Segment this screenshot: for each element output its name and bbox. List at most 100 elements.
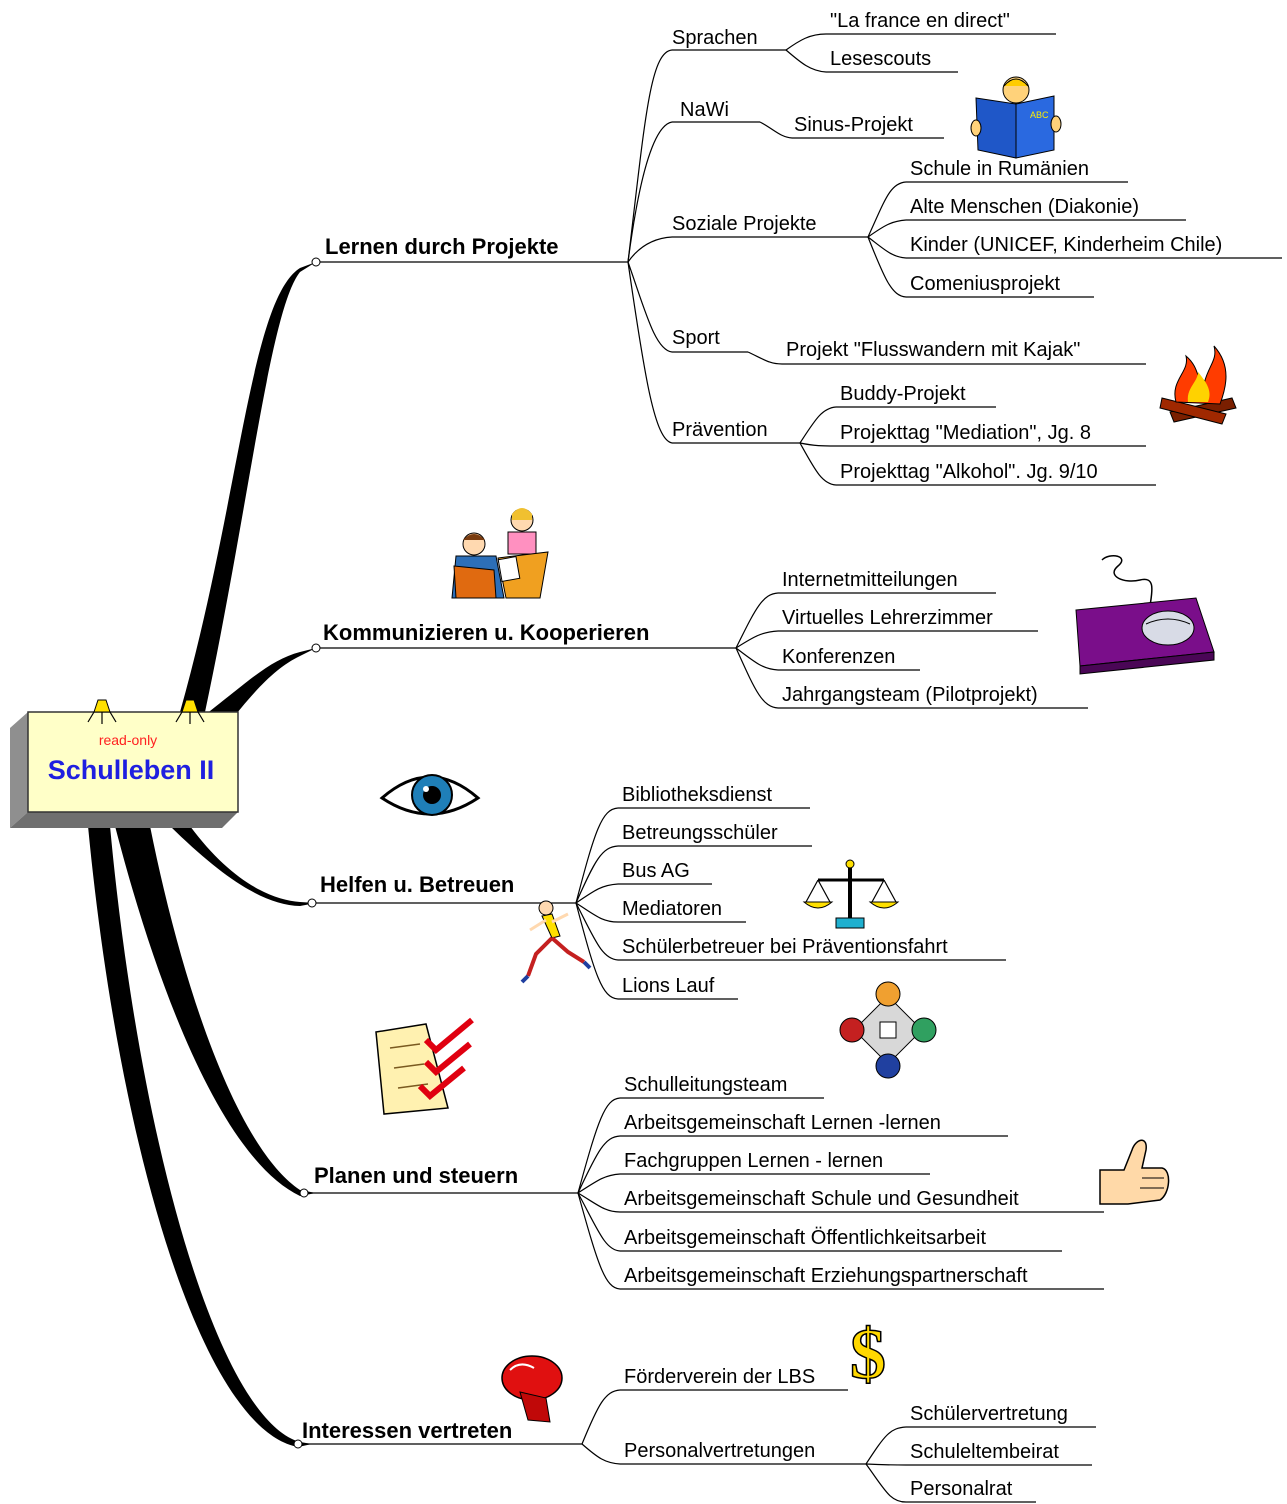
branch-helfen[interactable]: Helfen u. Betreuen bbox=[307, 872, 576, 908]
svg-text:Buddy-Projekt: Buddy-Projekt bbox=[840, 383, 966, 405]
thumbs-up-icon bbox=[1099, 1139, 1170, 1205]
checklist-icon bbox=[375, 1017, 474, 1115]
svg-text:Bus AG: Bus AG bbox=[622, 860, 690, 882]
leaf-item[interactable]: Bibliotheksdienst bbox=[618, 784, 810, 809]
svg-text:Bibliotheksdienst: Bibliotheksdienst bbox=[622, 784, 773, 806]
leaf-item[interactable]: Schülervertretung bbox=[906, 1403, 1096, 1428]
branch-kommunizieren[interactable]: Kommunizieren u. Kooperieren bbox=[311, 620, 736, 653]
leaf-item[interactable]: Internetmitteilungen bbox=[778, 569, 996, 594]
sprachen-connectors bbox=[785, 33, 827, 73]
leaf-item[interactable]: Arbeitsgemeinschaft Erziehungspartnersch… bbox=[620, 1265, 1104, 1290]
leaf-item[interactable]: Projekttag "Mediation", Jg. 8 bbox=[836, 422, 1146, 447]
subtopic-nawi[interactable]: NaWi bbox=[672, 99, 760, 123]
leaf-item[interactable]: Schule in Rumänien bbox=[906, 158, 1128, 183]
svg-text:Schulleitungsteam: Schulleitungsteam bbox=[624, 1074, 787, 1096]
branch-planen[interactable]: Planen und steuern bbox=[299, 1163, 578, 1198]
dollar-icon: $ bbox=[849, 1313, 887, 1395]
eye-icon bbox=[379, 774, 481, 816]
subtopic-sprachen[interactable]: Sprachen bbox=[672, 27, 786, 51]
leaf-item[interactable]: Projekttag "Alkohol". Jg. 9/10 bbox=[836, 461, 1156, 486]
subtopic-label: Prävention bbox=[672, 419, 768, 441]
svg-text:Fachgruppen Lernen - lernen: Fachgruppen Lernen - lernen bbox=[624, 1150, 883, 1172]
leaf-item[interactable]: Betreungsschüler bbox=[618, 822, 812, 847]
svg-text:Schule in Rumänien: Schule in Rumänien bbox=[910, 158, 1089, 180]
svg-text:Arbeitsgemeinschaft Öffentlich: Arbeitsgemeinschaft Öffentlichkeitsarbei… bbox=[624, 1227, 986, 1249]
leaf-item[interactable]: Virtuelles Lehrerzimmer bbox=[778, 607, 1038, 632]
root-node[interactable]: read-only Schulleben II bbox=[10, 699, 239, 828]
leaf-item[interactable]: Personalrat bbox=[906, 1478, 1036, 1503]
leaf-item[interactable]: Arbeitsgemeinschaft Lernen -lernen bbox=[620, 1112, 1008, 1137]
leaf-item[interactable]: Kinder (UNICEF, Kinderheim Chile) bbox=[906, 234, 1282, 259]
branch-label: Kommunizieren u. Kooperieren bbox=[323, 620, 649, 645]
subtopic-sport[interactable]: Sport bbox=[672, 327, 748, 353]
svg-text:Comeniusprojekt: Comeniusprojekt bbox=[910, 273, 1061, 295]
root-title: Schulleben II bbox=[48, 755, 215, 785]
reading-book-icon: ABC bbox=[970, 76, 1062, 159]
svg-text:"La france en direct": "La france en direct" bbox=[830, 10, 1010, 32]
leaf-item[interactable]: Jahrgangsteam (Pilotprojekt) bbox=[778, 684, 1088, 709]
computer-mouse-icon bbox=[1075, 554, 1215, 675]
subtopic-soziale[interactable]: Soziale Projekte bbox=[672, 213, 868, 238]
lernen-connectors bbox=[627, 49, 673, 444]
leaf-item[interactable]: Projekt "Flusswandern mit Kajak" bbox=[782, 339, 1146, 365]
leaf-item[interactable]: "La france en direct" bbox=[826, 10, 1056, 35]
leaf-item[interactable]: Lesescouts bbox=[826, 48, 958, 73]
leaf-item[interactable]: Arbeitsgemeinschaft Schule und Gesundhei… bbox=[620, 1188, 1104, 1213]
planen-connectors bbox=[577, 1097, 621, 1290]
leaf-item[interactable]: Arbeitsgemeinschaft Öffentlichkeitsarbei… bbox=[620, 1227, 1062, 1252]
lamp-icon bbox=[87, 699, 117, 724]
subtopic-label: Sprachen bbox=[672, 27, 758, 49]
subtopic-praevention[interactable]: Prävention bbox=[672, 419, 800, 444]
interessen-connectors bbox=[581, 1389, 621, 1465]
subtopic-personalvertretungen[interactable]: Personalvertretungen bbox=[620, 1440, 866, 1465]
svg-text:ABC: ABC bbox=[1030, 110, 1049, 120]
praevention-connectors bbox=[799, 406, 837, 486]
leaf-item[interactable]: Alte Menschen (Diakonie) bbox=[906, 196, 1186, 221]
svg-text:Schuleltembeirat: Schuleltembeirat bbox=[910, 1441, 1059, 1463]
subtopic-label: Sport bbox=[672, 327, 720, 349]
scales-icon bbox=[802, 859, 900, 929]
leaf-item[interactable]: Bus AG bbox=[618, 860, 712, 885]
leaf-item[interactable]: Comeniusprojekt bbox=[906, 273, 1094, 298]
team-table-icon bbox=[839, 981, 937, 1079]
leaf-item[interactable]: Fachgruppen Lernen - lernen bbox=[620, 1150, 930, 1175]
svg-text:Mediatoren: Mediatoren bbox=[622, 898, 722, 920]
lamp-icon bbox=[175, 699, 205, 724]
sport-connector bbox=[747, 351, 783, 365]
root-status: read-only bbox=[99, 732, 157, 748]
runner-icon bbox=[520, 900, 592, 984]
subtopic-label: Förderverein der LBS bbox=[624, 1366, 815, 1388]
leaf-item[interactable]: Lions Lauf bbox=[618, 975, 738, 1000]
branch-label: Interessen vertreten bbox=[302, 1418, 512, 1443]
leaf-item[interactable]: Buddy-Projekt bbox=[836, 383, 996, 408]
svg-text:Lions Lauf: Lions Lauf bbox=[622, 975, 715, 997]
nawi-connector bbox=[759, 121, 793, 139]
leaf-item[interactable]: Sinus-Projekt bbox=[792, 114, 944, 139]
svg-text:Jahrgangsteam (Pilotprojekt): Jahrgangsteam (Pilotprojekt) bbox=[782, 684, 1038, 706]
leaf-item[interactable]: Schuleltembeirat bbox=[906, 1441, 1092, 1466]
svg-text:Projekttag "Alkohol". Jg. 9/10: Projekttag "Alkohol". Jg. 9/10 bbox=[840, 461, 1098, 483]
leaf-item[interactable]: Schulleitungsteam bbox=[620, 1074, 824, 1099]
svg-text:Sinus-Projekt: Sinus-Projekt bbox=[794, 114, 913, 136]
svg-text:Betreungsschüler: Betreungsschüler bbox=[622, 822, 778, 844]
svg-text:Internetmitteilungen: Internetmitteilungen bbox=[782, 569, 958, 591]
svg-text:Konferenzen: Konferenzen bbox=[782, 646, 895, 668]
svg-text:Lesescouts: Lesescouts bbox=[830, 48, 931, 70]
svg-text:Arbeitsgemeinschaft Lernen -le: Arbeitsgemeinschaft Lernen -lernen bbox=[624, 1112, 941, 1134]
subtopic-label: Personalvertretungen bbox=[624, 1440, 815, 1462]
svg-text:Schülerbetreuer bei Prävention: Schülerbetreuer bei Präventionsfahrt bbox=[622, 936, 948, 958]
svg-text:Projekt "Flusswandern mit Kaja: Projekt "Flusswandern mit Kajak" bbox=[786, 339, 1080, 361]
branch-interessen[interactable]: Interessen vertreten bbox=[293, 1418, 582, 1449]
subtopic-label: NaWi bbox=[680, 99, 729, 121]
leaf-item[interactable]: Schülerbetreuer bei Präventionsfahrt bbox=[618, 936, 1006, 961]
trunk-branches bbox=[88, 262, 316, 1447]
branch-lernen[interactable]: Lernen durch Projekte bbox=[311, 234, 628, 267]
leaf-item[interactable]: Mediatoren bbox=[618, 898, 746, 923]
branch-label: Helfen u. Betreuen bbox=[320, 872, 514, 897]
meeting-people-icon bbox=[451, 508, 549, 599]
branch-label: Planen und steuern bbox=[314, 1163, 518, 1188]
subtopic-foerderverein[interactable]: Förderverein der LBS bbox=[620, 1366, 848, 1391]
leaf-item[interactable]: Konferenzen bbox=[778, 646, 920, 671]
svg-text:Virtuelles Lehrerzimmer: Virtuelles Lehrerzimmer bbox=[782, 607, 993, 629]
